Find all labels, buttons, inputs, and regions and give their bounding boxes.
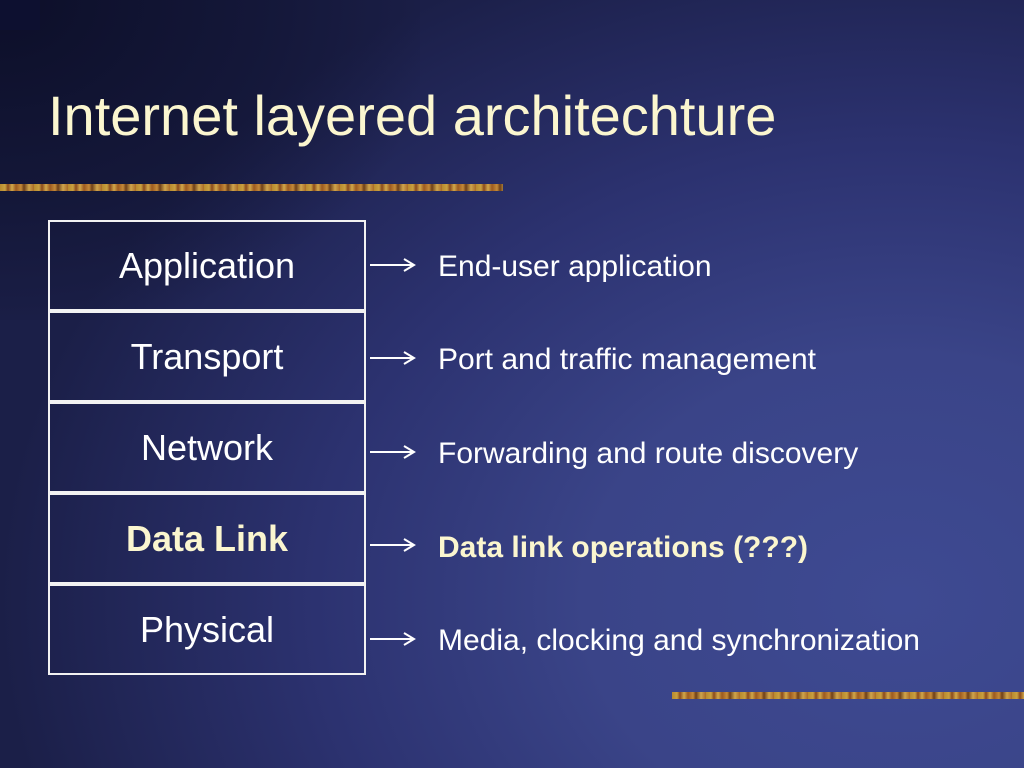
layer-label: Network [140, 426, 274, 468]
corner-block [0, 0, 40, 30]
right-arrow-icon [368, 629, 418, 649]
layer-box-transport: Transport [48, 311, 366, 402]
layer-description-network: Forwarding and route discovery [438, 437, 859, 470]
right-arrow-icon [368, 442, 418, 462]
layer-label: Application [118, 244, 296, 286]
layer-box-data-link: Data Link [48, 493, 366, 584]
layer-box-application: Application [48, 220, 366, 311]
layer-description-data-link: Data link operations (???) [438, 531, 809, 564]
layer-description-physical: Media, clocking and synchronization [438, 624, 920, 657]
layer-description-transport: Port and traffic management [438, 343, 816, 376]
footer-divider [672, 692, 1024, 699]
layer-box-network: Network [48, 402, 366, 493]
layer-box-physical: Physical [48, 584, 366, 675]
layer-description-application: End-user application [438, 250, 712, 283]
layer-label: Transport [130, 335, 284, 377]
title-divider [0, 184, 503, 191]
right-arrow-icon [368, 535, 418, 555]
right-arrow-icon [368, 348, 418, 368]
slide-title: Internet layered architechture [48, 84, 777, 147]
right-arrow-icon [368, 255, 418, 275]
layer-label: Data Link [125, 517, 289, 559]
layer-label: Physical [139, 608, 275, 650]
